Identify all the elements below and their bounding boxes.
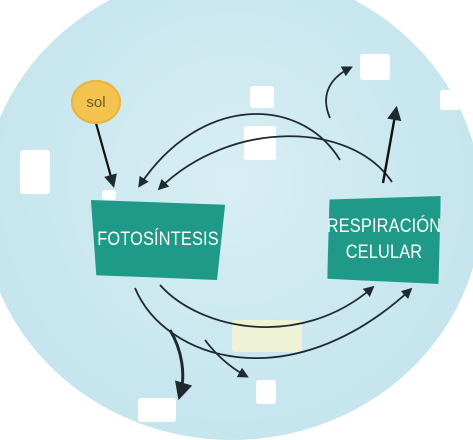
masked-label-left-small	[102, 190, 116, 200]
masked-label-right-edge	[440, 90, 460, 110]
masked-label-top-right	[360, 54, 390, 80]
sun-ray-arrow	[92, 115, 117, 188]
masked-label-top-center	[250, 86, 274, 108]
masked-label-bottom-mid	[256, 380, 276, 404]
arrows-layer	[92, 66, 413, 401]
bottom-upper-arc-arrow	[159, 284, 375, 328]
bottom-mid-branch-arrow	[204, 339, 249, 378]
respiration-up-arrow	[381, 105, 402, 184]
bottom-left-branch-arrow	[168, 329, 193, 401]
top-outer-arc-arrow	[138, 113, 341, 188]
top-inner-arc-arrow	[157, 135, 393, 191]
masked-label-top-center-2	[244, 126, 276, 160]
sun: sol	[71, 80, 121, 124]
bottom-lower-arc-arrow	[134, 287, 413, 360]
masked-label-bottom-left	[138, 398, 176, 422]
photosynthesis-box: FOTOSÍNTESIS	[90, 200, 226, 280]
upper-release-arrow	[325, 66, 353, 119]
sun-label: sol	[86, 93, 106, 111]
respiration-label-line2: CELULAR	[345, 242, 423, 263]
respiration-label-line1: RESPIRACIÓN	[326, 216, 442, 238]
respiration-box: RESPIRACIÓN CELULAR	[327, 196, 441, 284]
photosynthesis-label: FOTOSÍNTESIS	[97, 229, 219, 251]
masked-label-left-edge	[20, 150, 50, 194]
